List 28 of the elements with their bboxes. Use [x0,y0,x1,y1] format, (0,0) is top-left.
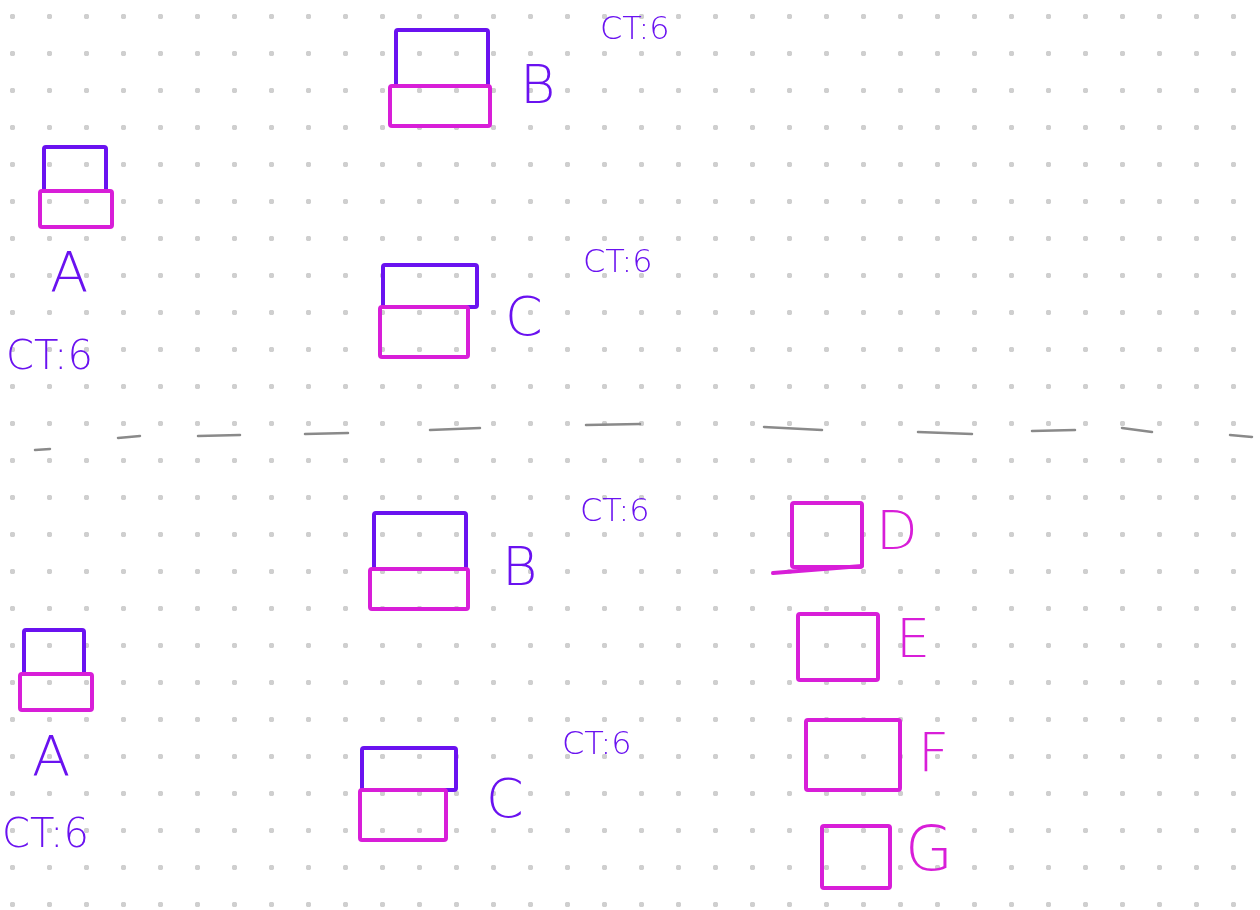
handwritten-label: CT:6 [562,727,632,759]
handwritten-label: C [486,772,524,826]
handwritten-label: A [50,244,89,300]
handwritten-label: CT:6 [580,494,650,526]
sketch-box [388,84,492,128]
handwritten-label: C [505,290,543,344]
handwritten-label: D [876,504,918,558]
handwritten-label: F [918,726,950,780]
sketch-box [368,567,470,611]
sketch-box [804,718,902,792]
handwritten-label: CT:6 [583,245,653,277]
handwritten-label: CT:6 [6,335,93,375]
sketch-box [378,305,470,359]
sketch-box [18,672,94,712]
handwritten-label: G [905,818,954,880]
sketch-box [358,788,448,842]
sketch-box [796,612,880,682]
handwritten-label: CT:6 [600,12,670,44]
sketch-box [360,746,458,792]
handwritten-label: CT:6 [2,813,89,853]
handwritten-label: A [32,728,71,784]
handwritten-label: B [502,540,538,594]
sketch-box [820,824,892,890]
handwritten-label: E [896,612,931,666]
sketch-box [381,263,479,309]
sketch-box [790,501,864,569]
handwritten-label: B [520,58,556,112]
sketch-box [38,189,114,229]
